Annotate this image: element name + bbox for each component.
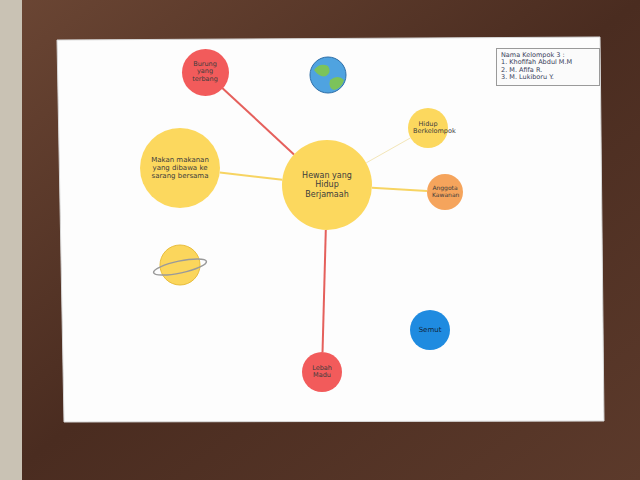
connector-line (222, 88, 294, 154)
node-label: Burung yang terbang (188, 61, 222, 83)
connector-line (323, 230, 326, 352)
node-label: Makan makanan yang dibawa ke sarang bers… (151, 156, 209, 180)
topic-circle: Hidup Berkelompok (408, 108, 448, 148)
group-name-box: Nama Kelompok 3 :1. Khofifah Abdul M.M2.… (496, 48, 600, 86)
name-line: 1. Khofifah Abdul M.M (501, 59, 572, 66)
central-circle: Hewan yang Hidup Berjamaah (282, 140, 372, 230)
topic-circle: Lebah Madu (302, 352, 342, 392)
paper-sheet (57, 37, 604, 422)
earth-picture (310, 57, 346, 93)
topic-circle: Semut (410, 310, 450, 350)
connector-line (220, 173, 283, 180)
floor-edge (0, 0, 22, 480)
node-label: Semut (415, 326, 445, 334)
connector-line (372, 188, 427, 191)
saturn-picture (152, 245, 207, 285)
name-line: 2. M. Afifa R. (501, 67, 542, 74)
name-line: 3. M. Lukiboru Y. (501, 74, 554, 81)
connector-line (366, 138, 410, 163)
topic-circle: Anggota Kawanan (427, 174, 463, 210)
topic-circle: Burung yang terbang (182, 49, 229, 96)
node-label: Hewan yang Hidup Berjamaah (294, 171, 360, 199)
topic-circle: Makan makanan yang dibawa ke sarang bers… (140, 128, 220, 208)
node-label: Lebah Madu (307, 365, 337, 380)
node-label: Hidup Berkelompok (413, 121, 443, 136)
name-line: Nama Kelompok 3 : (501, 52, 565, 59)
node-label: Anggota Kawanan (432, 185, 458, 199)
